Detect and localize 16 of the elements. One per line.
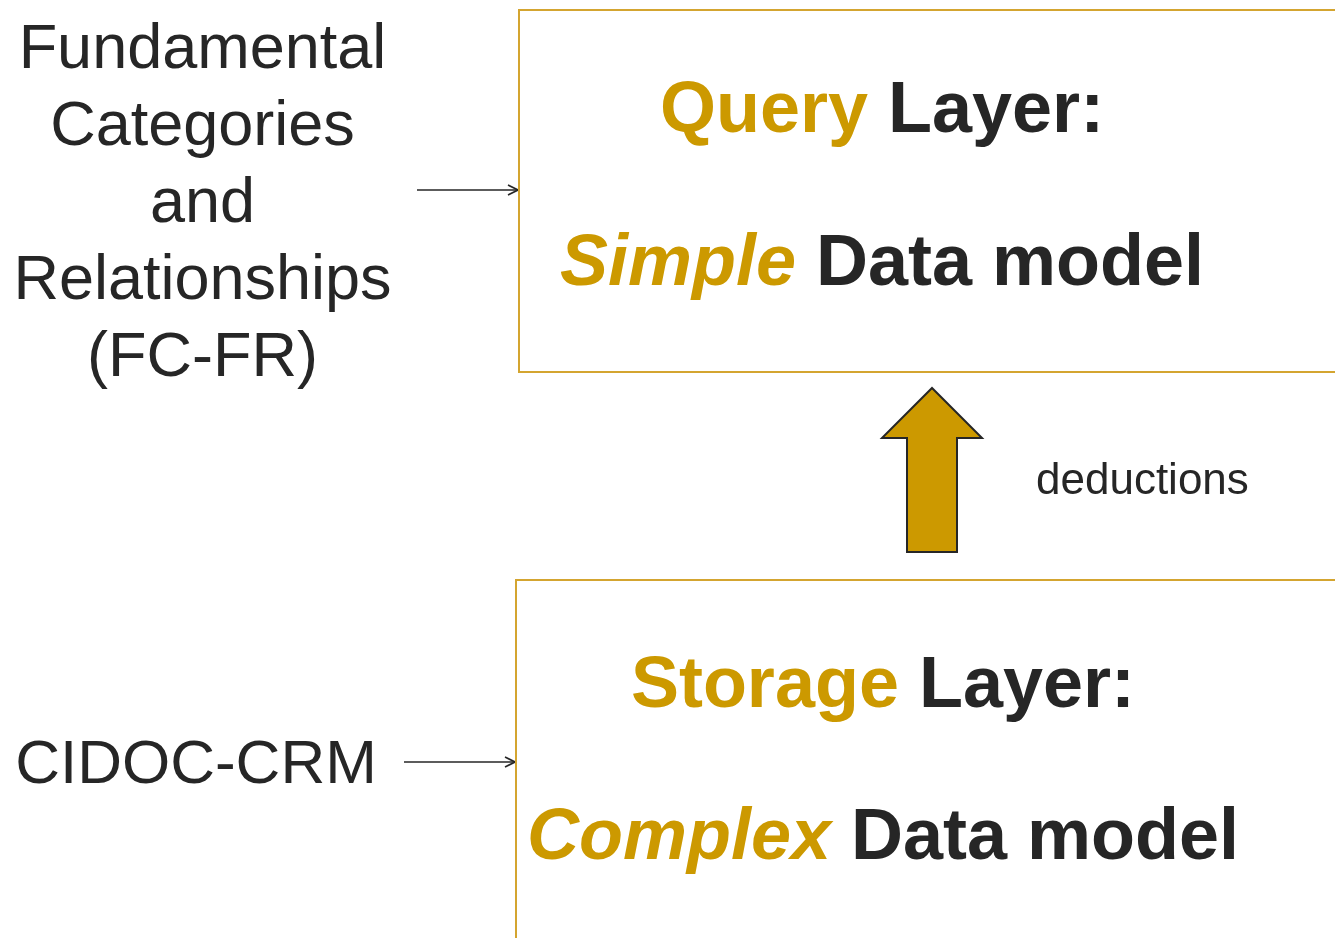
- layer-box: [518, 9, 1335, 373]
- edge-label: deductions: [1036, 454, 1249, 504]
- layer-label: Layer:: [919, 642, 1136, 722]
- concept-label: CIDOC-CRM: [0, 722, 392, 802]
- layer-name: Query: [659, 67, 868, 147]
- arrow: [416, 184, 519, 196]
- layer-label: Layer:: [888, 67, 1105, 147]
- model-type: Simple: [559, 220, 796, 300]
- model-type: Complex: [526, 794, 831, 874]
- model-label: Data model: [851, 794, 1240, 874]
- concept-label: Fundamental Categories and Relationships (FC-FR): [0, 8, 405, 393]
- block-arrow: [879, 386, 985, 553]
- arrow: [403, 756, 516, 768]
- layer-name: Storage: [630, 642, 899, 722]
- layer-box: [515, 579, 1335, 938]
- model-label: Data model: [816, 220, 1205, 300]
